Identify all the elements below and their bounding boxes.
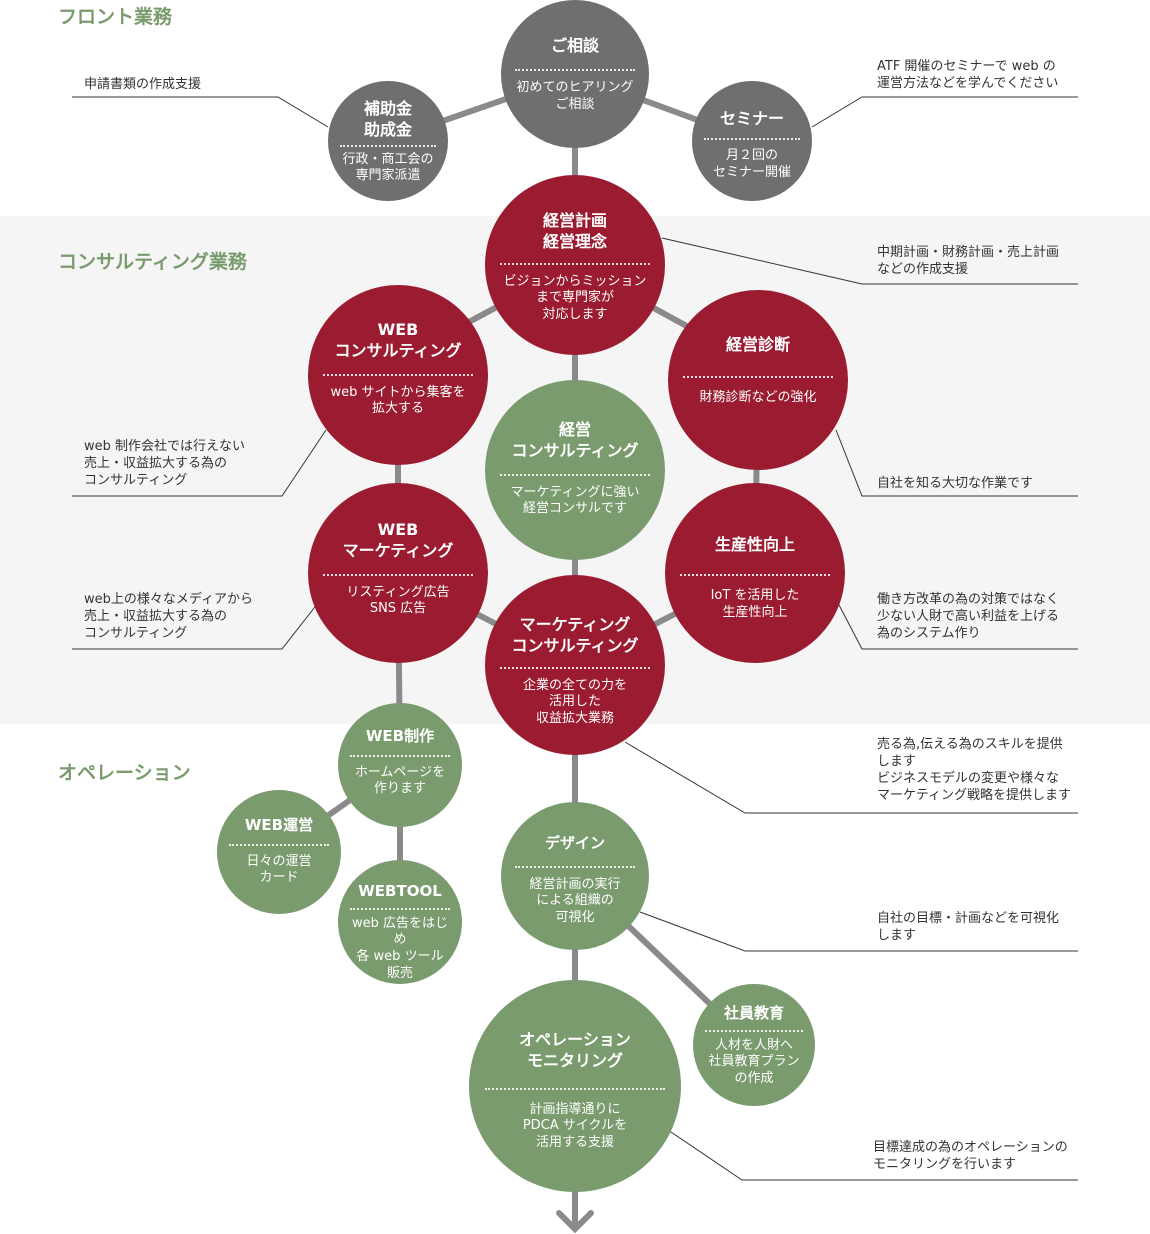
section-consulting-label: コンサルティング業務 <box>58 251 247 273</box>
node-subsidy-title: 補助金 助成金 <box>363 99 412 139</box>
node-web-marketing[interactable]: WEB マーケティング リスティング広告 SNS 広告 <box>308 483 488 663</box>
leader-subsidy <box>72 96 329 128</box>
node-design-sub: 経営計画の実行 による組織の 可視化 <box>515 865 635 928</box>
note-seminar: ATF 開催のセミナーで web の 運営方法などを学んでください <box>877 59 1059 91</box>
node-webtool[interactable]: WEBTOOL web 広告をはじめ 各 web ツール 販売 <box>338 860 462 984</box>
node-seminar-sub: 月２回の セミナー開催 <box>704 137 800 182</box>
node-monitoring-title: オペレーション モニタリング <box>519 1030 631 1070</box>
leader-seminar <box>811 96 1078 128</box>
node-mgmt-consulting-sub: マーケティングに強い 経営コンサルです <box>500 473 650 519</box>
node-training[interactable]: 社員教育 人材を人財へ 社員教育プラン の作成 <box>693 984 815 1106</box>
note-plan: 中期計画・財務計画・売上計画 などの作成支援 <box>877 245 1060 277</box>
leader-diagnosis <box>835 429 1078 497</box>
node-web-consulting-sub: web サイトから集客を 拡大する <box>323 373 473 419</box>
node-diagnosis[interactable]: 経営診断 財務診断などの強化 <box>668 290 848 470</box>
node-monitoring-sub: 計画指導通りに PDCA サイクルを 活用する支援 <box>485 1087 665 1153</box>
node-monitoring[interactable]: オペレーション モニタリング 計画指導通りに PDCA サイクルを 活用する支援 <box>469 980 681 1192</box>
note-web-consulting: web 制作会社では行えない 売上・収益拡大する為の コンサルティング <box>84 439 246 488</box>
node-consult[interactable]: ご相談 初めてのヒアリング ご相談 <box>501 0 649 148</box>
node-plan-title: 経営計画 経営理念 <box>542 211 607 251</box>
leader-productivity <box>837 602 1078 650</box>
node-productivity-sub: IoT を活用した 生産性向上 <box>680 573 830 622</box>
node-training-title: 社員教育 <box>723 1004 784 1022</box>
node-seminar[interactable]: セミナー 月２回の セミナー開催 <box>692 81 812 201</box>
note-diagnosis: 自社を知る大切な作業です <box>877 476 1034 491</box>
node-consult-title: ご相談 <box>550 36 599 55</box>
down-arrow-icon <box>556 1210 594 1234</box>
node-subsidy[interactable]: 補助金 助成金 行政・商工会の 専門家派遣 <box>328 81 448 201</box>
leader-monitoring <box>667 1129 1078 1181</box>
node-marketing-consulting[interactable]: マーケティング コンサルティング 企業の全ての力を 活用した 収益拡大業務 <box>485 575 665 755</box>
node-marketing-consulting-title: マーケティング コンサルティング <box>511 615 639 655</box>
node-design-title: デザイン <box>544 834 605 852</box>
node-subsidy-sub: 行政・商工会の 専門家派遣 <box>340 144 436 186</box>
leader-plan <box>661 237 1078 285</box>
node-plan[interactable]: 経営計画 経営理念 ビジョンからミッション まで専門家が 対応します <box>485 175 665 355</box>
note-design: 自社の目標・計画などを可視化 します <box>877 911 1060 943</box>
node-productivity-title: 生産性向上 <box>714 535 795 554</box>
node-mgmt-consulting-title: 経営 コンサルティング <box>511 420 639 460</box>
node-webtool-title: WEBTOOL <box>358 882 442 900</box>
note-marketing: 売る為,伝える為のスキルを提供 します ビジネスモデルの変更や様々な マーケティ… <box>877 737 1071 803</box>
leader-webconsult <box>72 429 327 497</box>
node-diagnosis-title: 経営診断 <box>725 335 790 354</box>
node-web-consulting-title: WEB コンサルティング <box>334 320 462 360</box>
node-design[interactable]: デザイン 経営計画の実行 による組織の 可視化 <box>501 802 649 950</box>
note-monitoring: 目標達成の為のオペレーションの モニタリングを行います <box>873 1140 1068 1172</box>
node-marketing-consulting-sub: 企業の全ての力を 活用した 収益拡大業務 <box>500 666 650 729</box>
node-web-ops[interactable]: WEB運営 日々の運営 カード <box>217 790 341 914</box>
leader-webmkt <box>72 602 319 650</box>
note-productivity: 働き方改革の為の対策ではなく 少ない人財で高い利益を上げる 為のシステム作り <box>877 592 1060 641</box>
section-front-label: フロント業務 <box>58 6 173 28</box>
node-web-marketing-title: WEB マーケティング <box>342 520 454 560</box>
node-diagnosis-sub: 財務診断などの強化 <box>683 375 833 407</box>
node-training-sub: 人材を人財へ 社員教育プラン の作成 <box>705 1029 803 1089</box>
note-subsidy: 申請書類の作成支援 <box>84 77 202 92</box>
node-consult-sub: 初めてのヒアリング ご相談 <box>515 68 635 114</box>
node-web-production[interactable]: WEB制作 ホームページを 作ります <box>338 703 462 827</box>
node-webtool-sub: web 広告をはじめ 各 web ツール 販売 <box>350 907 450 984</box>
node-web-production-title: WEB制作 <box>365 727 435 745</box>
note-web-marketing: web上の様々なメディアから 売上・収益拡大する為の コンサルティング <box>84 592 253 641</box>
node-web-consulting[interactable]: WEB コンサルティング web サイトから集客を 拡大する <box>308 285 488 465</box>
node-seminar-title: セミナー <box>719 109 784 128</box>
node-web-ops-sub: 日々の運営 カード <box>229 843 329 888</box>
node-plan-sub: ビジョンからミッション まで専門家が 対応します <box>500 262 650 325</box>
leader-marketing <box>624 741 1078 814</box>
section-operation-label: オペレーション <box>58 762 191 784</box>
leader-design <box>639 911 1078 952</box>
node-productivity[interactable]: 生産性向上 IoT を活用した 生産性向上 <box>665 483 845 663</box>
node-mgmt-consulting[interactable]: 経営 コンサルティング マーケティングに強い 経営コンサルです <box>485 380 665 560</box>
node-web-production-sub: ホームページを 作ります <box>350 754 450 799</box>
node-web-marketing-sub: リスティング広告 SNS 広告 <box>323 573 473 619</box>
node-web-ops-title: WEB運営 <box>244 816 314 834</box>
